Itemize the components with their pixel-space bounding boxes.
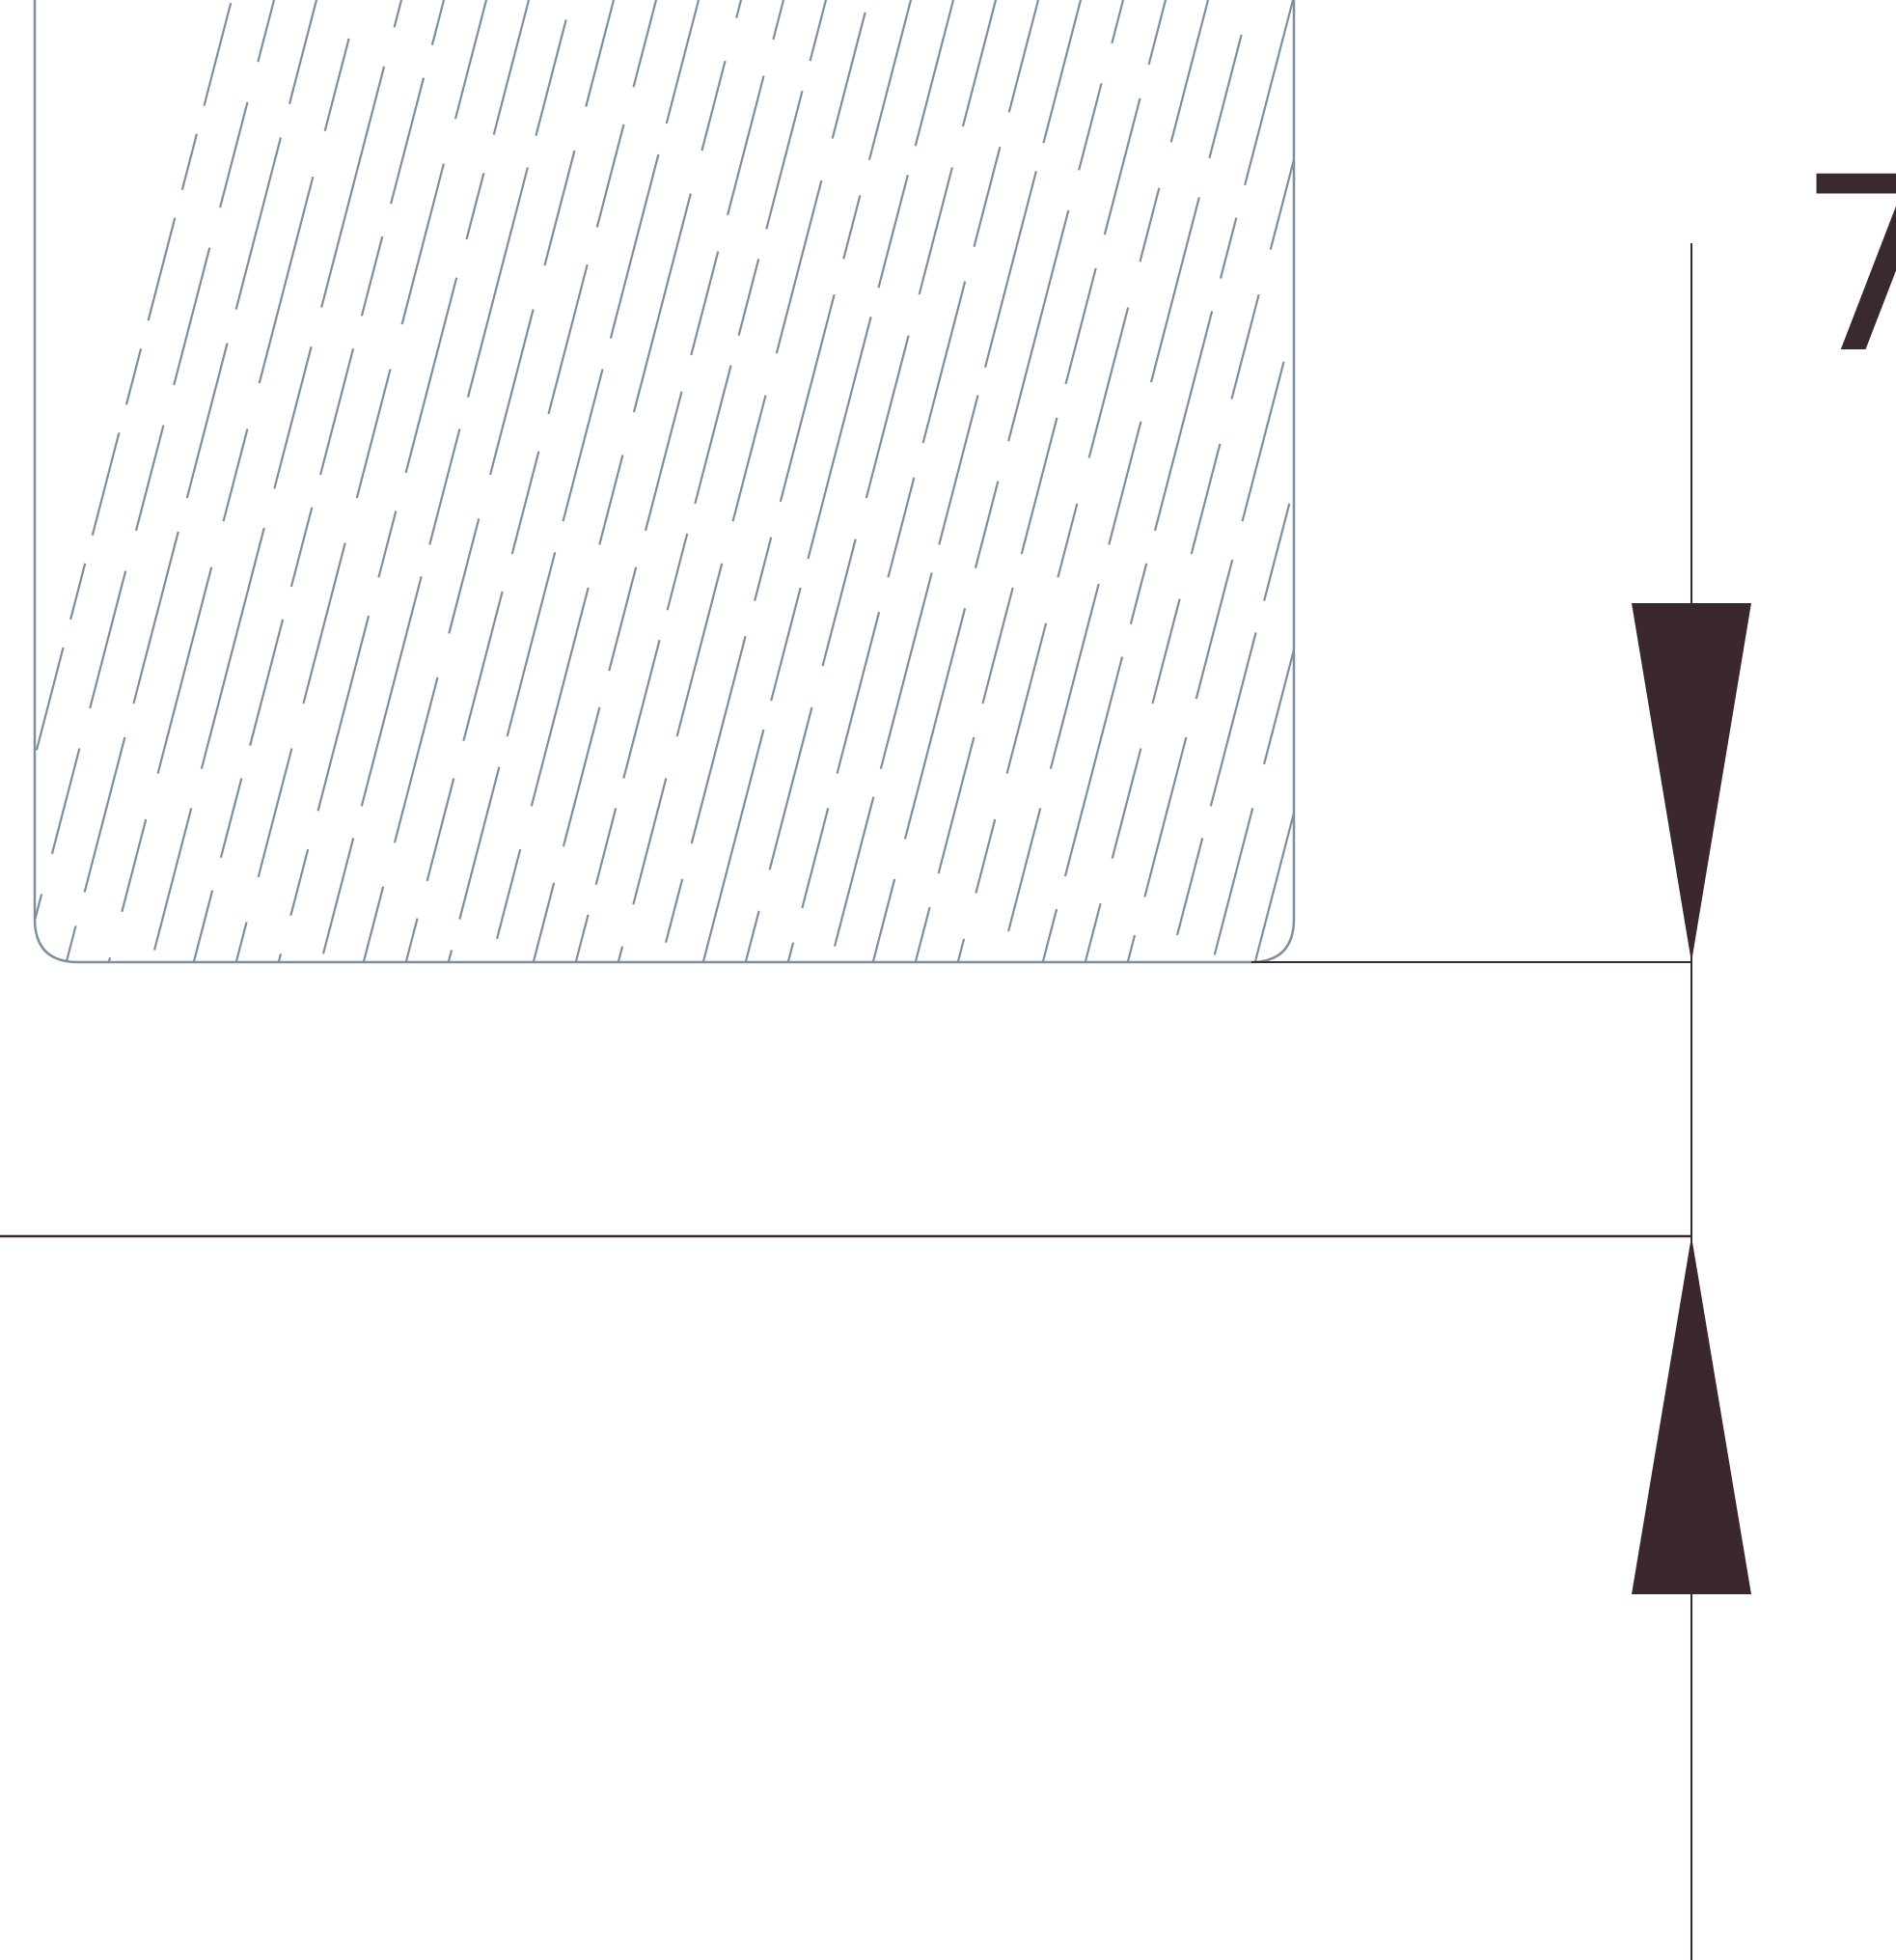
dimension-arrow-down [1632,603,1751,962]
hatch-line [1509,0,1760,965]
hatch-line [276,0,531,962]
hatch-line [913,0,1168,962]
hatch-line [361,0,616,962]
hatch-line [1210,0,1294,962]
part-outline [33,0,1296,964]
hatch-line [955,0,1210,962]
hatch-line [1168,0,1294,962]
hatch-line [1252,0,1294,962]
dimension-arrow-up [1632,1236,1751,1594]
hatch-line [870,0,1125,962]
hatch-line [149,0,403,962]
dimension-value: 7 [1797,125,1896,406]
hatch-line [64,0,318,962]
hatch-line [701,0,955,962]
hatch-line [743,0,998,962]
hatch-line [191,0,446,962]
section-hatching [35,0,1760,965]
hatch-line [1125,0,1294,962]
hatch-line [403,0,658,962]
hatch-line [531,0,785,962]
hatch-line [1040,0,1294,962]
hatch-line [616,0,870,962]
hatch-line [785,0,1040,962]
hatch-line [234,0,488,962]
hatch-line [488,0,743,962]
hatch-line [1339,0,1590,965]
hatch-line [106,0,361,962]
hatch-line [828,0,1083,962]
hatch-line [35,0,276,962]
hatch-line [1382,0,1633,965]
hatch-line [318,0,573,962]
hatch-line [573,0,828,962]
hatch-line [1424,0,1675,965]
hatch-line [658,0,913,962]
hatch-line [446,0,701,962]
hatch-line [1297,0,1548,965]
hatch-line [35,0,234,962]
hatch-line [998,0,1252,962]
hatch-line [1083,0,1294,962]
